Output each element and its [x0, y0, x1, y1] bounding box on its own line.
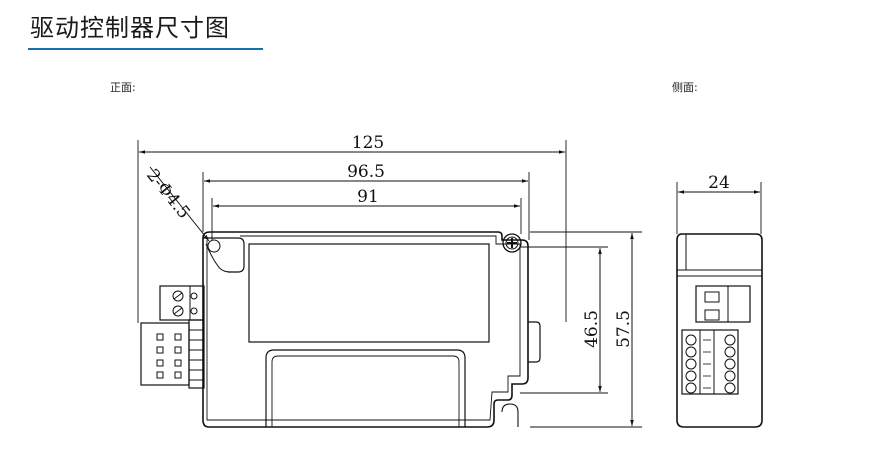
front-view — [140, 231, 541, 428]
dim-inner-width: 91 — [357, 187, 379, 207]
title-underline — [28, 48, 263, 50]
body-inner-edge — [206, 235, 521, 421]
dim-side-depth: 24 — [708, 173, 730, 193]
dim-overall-height: 57.5 — [614, 310, 634, 348]
terminal-block-top — [159, 285, 205, 321]
dim-overall-width: 125 — [352, 133, 384, 153]
front-view-label: 正面: — [110, 81, 136, 94]
page-title: 驱动控制器尺寸图 — [30, 14, 230, 42]
hole-note: 2-Φ4.5 — [142, 166, 194, 223]
controller-body-outline — [202, 231, 529, 428]
hole-leader-line — [149, 166, 210, 242]
lower-recess — [265, 349, 466, 427]
label-window — [248, 243, 490, 343]
adjust-knob — [528, 321, 541, 363]
dim-inner-height: 46.5 — [582, 310, 602, 348]
terminal-block-bottom — [140, 319, 205, 389]
screw-icon — [502, 233, 522, 253]
mounting-tab-left — [203, 237, 245, 273]
height-dimensions: 46.5 57.5 — [520, 231, 642, 428]
mounting-slot-right — [501, 403, 519, 427]
dim-mid-width: 96.5 — [347, 162, 385, 182]
mounting-slot-left — [205, 243, 231, 273]
side-body-outline — [676, 233, 763, 428]
side-view-label: 侧面: — [672, 81, 698, 94]
side-terminal-bottom — [681, 329, 739, 395]
mounting-hole-left — [207, 239, 221, 253]
side-view: 24 — [676, 173, 763, 428]
side-connector-top — [695, 285, 751, 323]
